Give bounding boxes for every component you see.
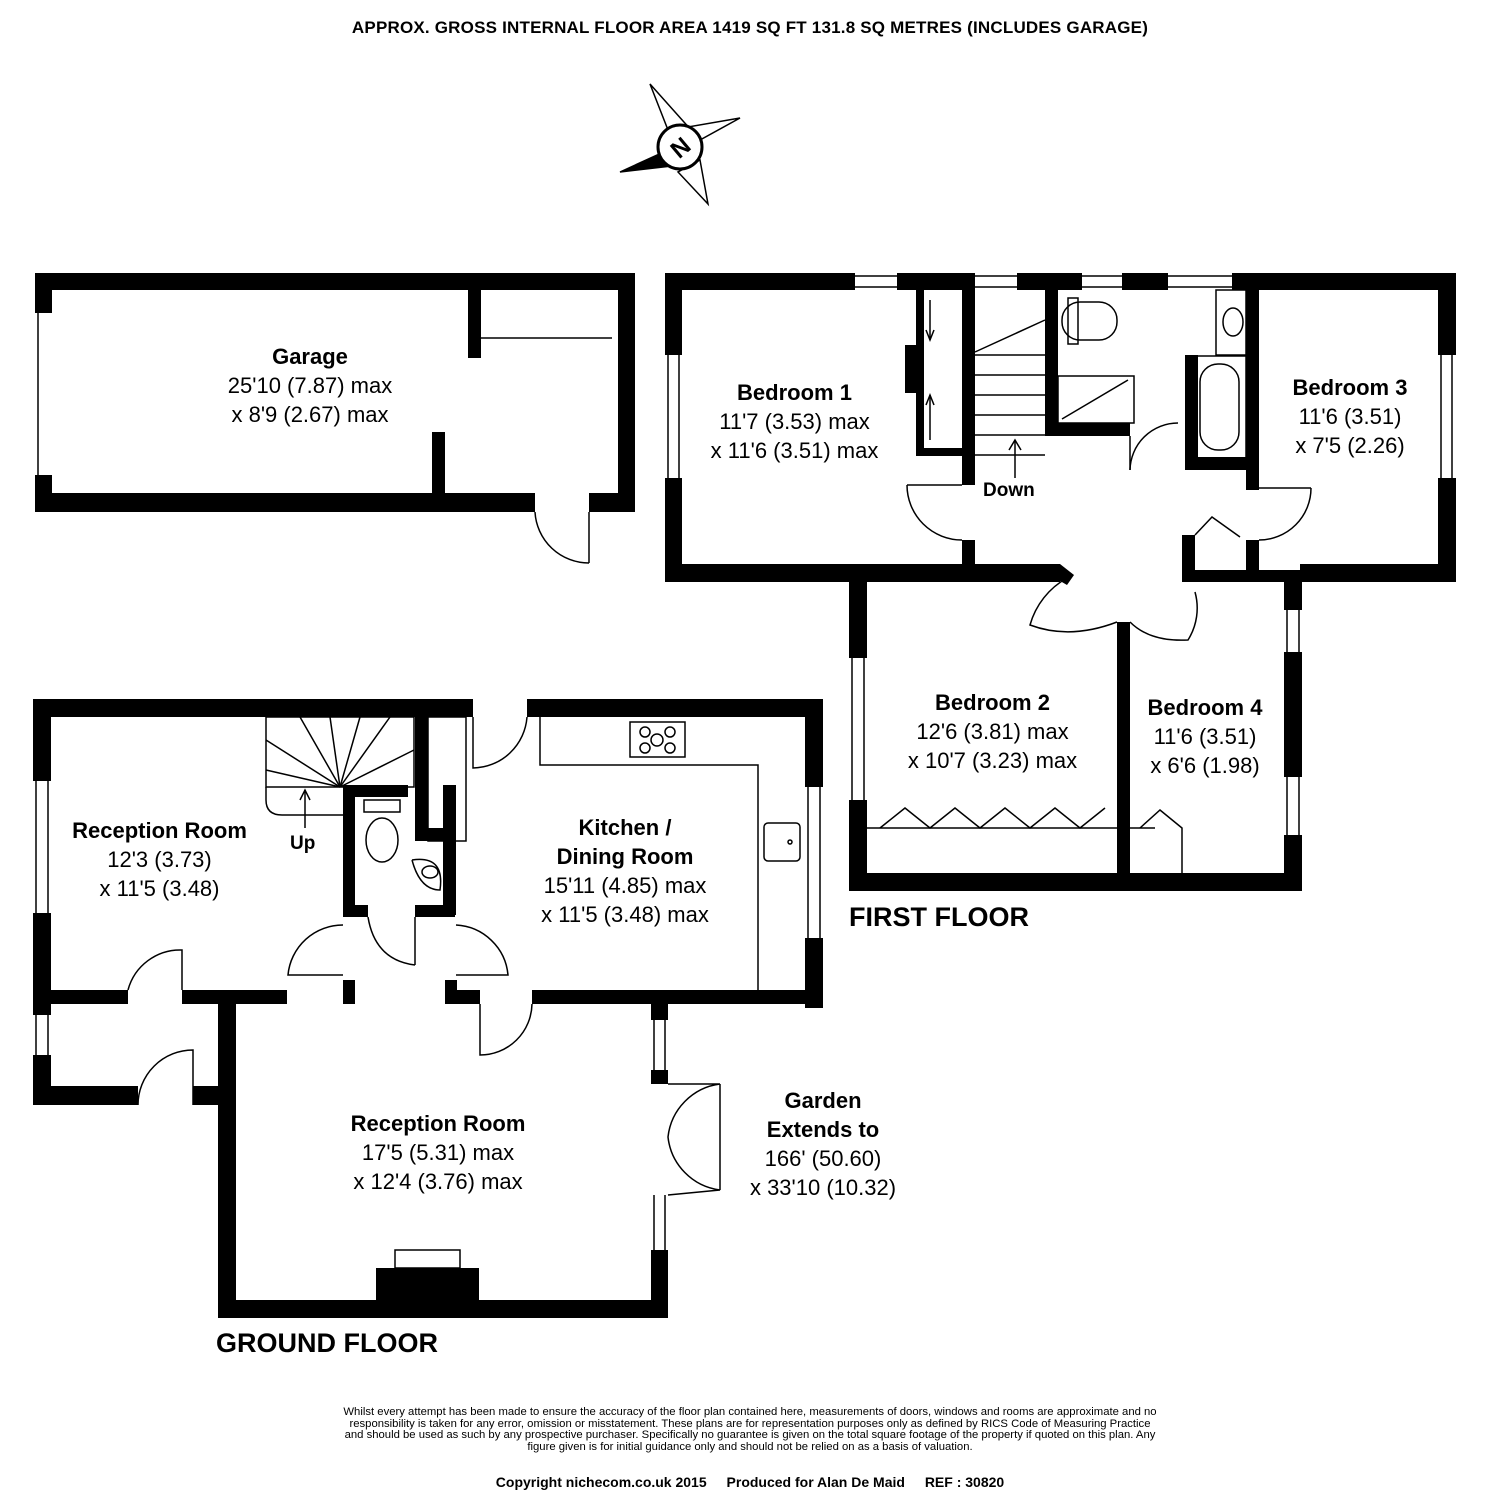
floor-area-header: APPROX. GROSS INTERNAL FLOOR AREA 1419 S… [351, 18, 1149, 37]
room-dimension: 12'3 (3.73) [107, 847, 212, 872]
copyright-text: Copyright nichecom.co.uk 2015 [495, 1474, 707, 1490]
room-dimension: x 7'5 (2.26) [1295, 433, 1405, 458]
room-dimension: x 10'7 (3.23) max [907, 748, 1078, 773]
room-dimension: 17'5 (5.31) max [361, 1140, 515, 1165]
room-dimension: x 12'4 (3.76) max [353, 1169, 523, 1194]
room-bedroom-1: Bedroom 1 11'7 (3.53) max x 11'6 (3.51) … [672, 378, 917, 465]
room-name: Reception Room [350, 1111, 526, 1136]
ground-floor-walls [33, 699, 823, 1318]
produced-for-text: Produced for Alan De Maid [726, 1474, 905, 1490]
room-dimension: x 11'5 (3.48) max [541, 902, 709, 927]
room-dimension: x 11'5 (3.48) [99, 876, 220, 901]
reference-text: REF : 30820 [924, 1474, 1005, 1490]
room-name: Bedroom 2 [935, 690, 1050, 715]
garage-walls [35, 273, 635, 512]
room-name: Bedroom 1 [737, 380, 852, 405]
room-bedroom-3: Bedroom 3 11'6 (3.51) x 7'5 (2.26) [1265, 373, 1435, 460]
room-reception-2: Reception Room 17'5 (5.31) max x 12'4 (3… [318, 1109, 558, 1196]
garden-dimension: 166' (50.60) [764, 1146, 882, 1171]
garden-dimension: x 33'10 (10.32) [749, 1175, 897, 1200]
stairs-up-label: Up [290, 833, 316, 854]
compass-icon: N [619, 83, 741, 207]
room-dimension: x 11'6 (3.51) max [710, 438, 879, 463]
garden-label: Garden Extends to 166' (50.60) x 33'10 (… [723, 1086, 923, 1202]
room-dimension: 11'7 (3.53) max [719, 409, 870, 434]
room-dimension: 12'6 (3.81) max [916, 719, 1069, 744]
room-name: Bedroom 4 [1147, 695, 1263, 720]
room-reception-1: Reception Room 12'3 (3.73) x 11'5 (3.48) [52, 816, 267, 903]
room-bedroom-2: Bedroom 2 12'6 (3.81) max x 10'7 (3.23) … [870, 688, 1115, 775]
stairs-down-label: Down [983, 480, 1035, 501]
room-dimension: x 6'6 (1.98) [1150, 753, 1260, 778]
room-dimension: 25'10 (7.87) max [227, 373, 393, 398]
garden-name: Extends to [766, 1117, 880, 1142]
first-floor-title: FIRST FLOOR [849, 902, 1029, 932]
room-garage: Garage 25'10 (7.87) max x 8'9 (2.67) max [160, 342, 460, 429]
room-name: Garage [272, 344, 348, 369]
room-dimension: 15'11 (4.85) max [543, 873, 707, 898]
garden-name: Garden [784, 1088, 862, 1113]
room-name: Bedroom 3 [1292, 375, 1408, 400]
first-floor-walls [665, 273, 1456, 891]
room-bedroom-4: Bedroom 4 11'6 (3.51) x 6'6 (1.98) [1130, 693, 1280, 780]
room-dimension: 11'6 (3.51) [1298, 404, 1402, 429]
room-dimension: x 8'9 (2.67) max [231, 402, 389, 427]
room-dimension: 11'6 (3.51) [1153, 724, 1257, 749]
ground-floor-title: GROUND FLOOR [216, 1328, 438, 1358]
disclaimer-text: Whilst every attempt has been made to en… [343, 1406, 1157, 1453]
copyright-line: Copyright nichecom.co.uk 2015 Produced f… [340, 1474, 1160, 1490]
room-kitchen-dining: Kitchen / Dining Room 15'11 (4.85) max x… [510, 813, 740, 929]
room-name: Dining Room [556, 844, 694, 869]
room-name: Kitchen / [578, 815, 672, 840]
room-name: Reception Room [72, 818, 247, 843]
